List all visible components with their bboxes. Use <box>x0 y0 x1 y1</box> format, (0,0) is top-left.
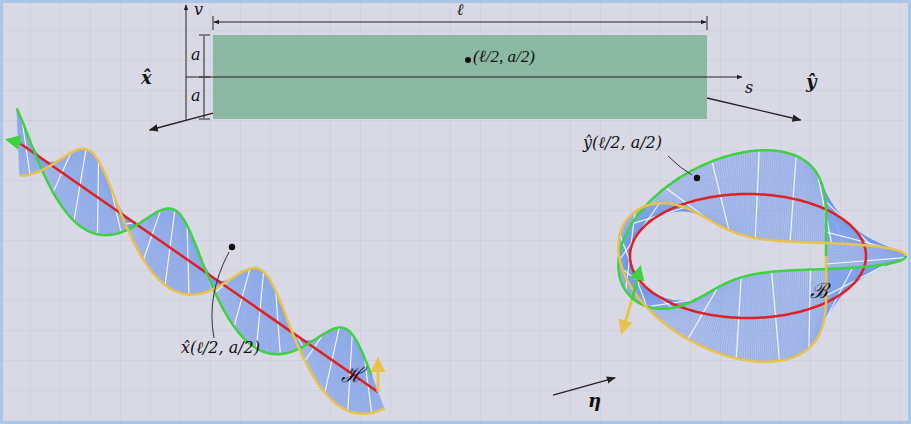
map-name: x̂ <box>141 68 152 89</box>
point-marker <box>465 57 471 63</box>
point-callout: x̂(ℓ/2, a/2) <box>181 339 260 357</box>
axis-name: v <box>194 1 203 19</box>
surface-name: ℬ <box>810 276 828 304</box>
mapping-arrow <box>553 378 615 395</box>
dimension-label: a <box>191 46 201 64</box>
map-name: η <box>588 391 601 412</box>
axis-name: s <box>745 79 753 97</box>
dimension-label: a <box>191 87 201 105</box>
twisted-band-surface: ℬ <box>615 120 905 413</box>
mapping-arrow <box>707 98 801 120</box>
parameter-domain: (ℓ/2, a/2) <box>213 35 707 119</box>
mapping-arrow <box>150 113 213 130</box>
point-callout: ŷ(ℓ/2, a/2) <box>583 134 662 152</box>
point-label: (ℓ/2, a/2) <box>473 47 535 67</box>
surface-name: ℋ <box>341 360 363 388</box>
dimension-label: ℓ <box>454 1 467 19</box>
map-name: ŷ <box>806 72 816 93</box>
helicoid-surface: ℋ <box>8 130 553 415</box>
